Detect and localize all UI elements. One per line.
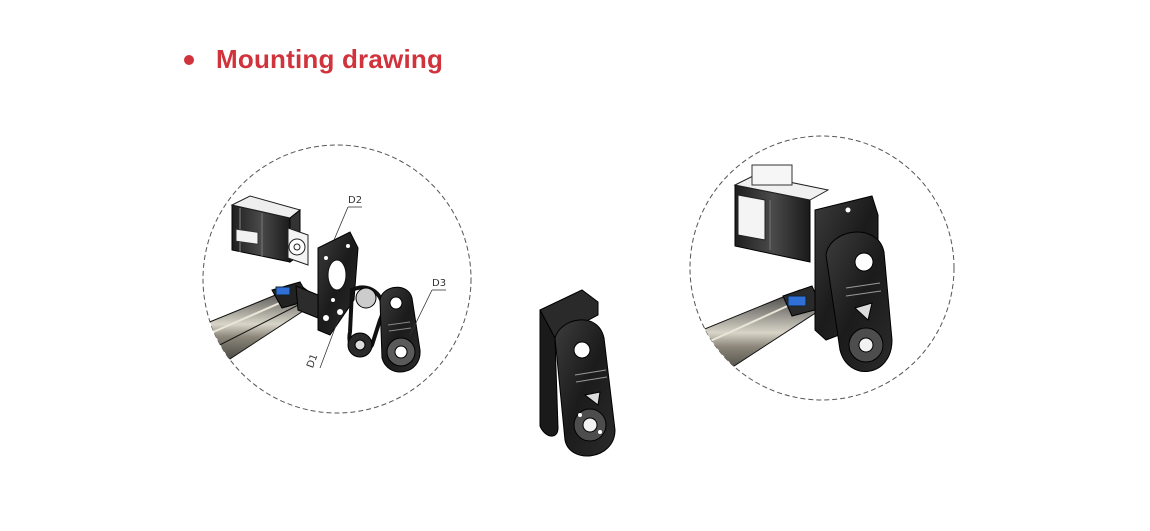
assembled-view-circle bbox=[689, 135, 955, 401]
exploded-view: D2 D3 D1 bbox=[202, 144, 472, 414]
callout-d3: D3 bbox=[409, 278, 446, 336]
stepper-motor bbox=[230, 195, 309, 266]
assembled-motor bbox=[733, 164, 830, 263]
pulley-housing bbox=[379, 286, 421, 373]
exploded-view-circle bbox=[202, 144, 472, 414]
assembled-housing bbox=[825, 231, 893, 373]
callout-label-d3: D3 bbox=[432, 278, 446, 289]
housing-part bbox=[539, 289, 616, 457]
assembled-view bbox=[689, 135, 955, 401]
section-title: Mounting drawing bbox=[216, 44, 444, 74]
rail-end-block bbox=[271, 281, 319, 319]
belt-and-pulleys bbox=[347, 285, 385, 358]
red-dot-icon bbox=[184, 54, 194, 65]
callout-d1: D1 bbox=[305, 319, 339, 370]
callout-label-d1: D1 bbox=[305, 353, 320, 370]
callout-label-d2: D2 bbox=[348, 195, 362, 206]
callout-d2: D2 bbox=[333, 195, 362, 241]
section-header: Mounting drawing bbox=[184, 44, 443, 75]
motor-mount-plate bbox=[317, 231, 359, 336]
